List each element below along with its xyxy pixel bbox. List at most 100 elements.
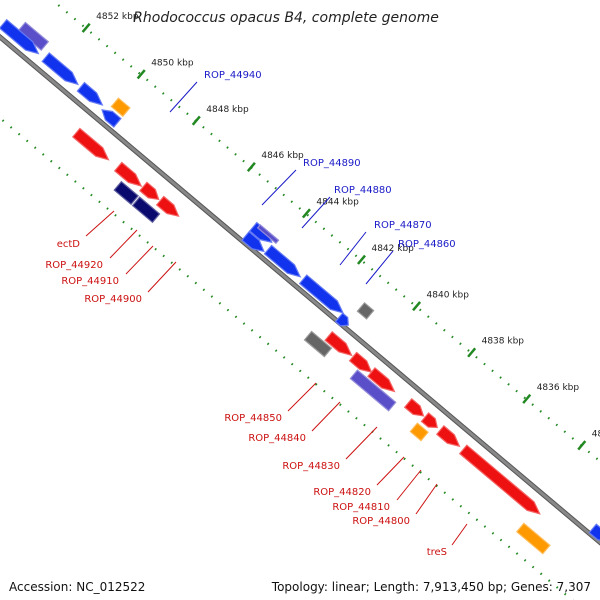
tick-mark [577, 440, 587, 451]
topology-value: linear [331, 580, 366, 594]
gene-label-reverse[interactable]: ROP_44850 [224, 413, 282, 424]
tick-mark [522, 393, 532, 404]
tick-label: 4850 kbp [151, 58, 194, 68]
tick-label: 4836 kbp [537, 383, 580, 393]
tick-label: 4852 kbp [96, 12, 139, 22]
callout-leader [169, 81, 198, 113]
tick-label: 4840 kbp [427, 290, 470, 300]
gene-red[interactable] [435, 425, 461, 448]
gene-red[interactable] [138, 181, 160, 201]
callout-leader [287, 382, 317, 412]
gene-label-reverse[interactable]: ROP_44800 [352, 516, 410, 527]
gene-gray[interactable] [303, 330, 333, 358]
gene-callouts: ROP_44940ROP_44890ROP_44880ROP_44870ROP_… [45, 70, 468, 558]
gene-label-forward[interactable]: ROP_44860 [398, 239, 456, 250]
tick-mark [136, 69, 146, 80]
callout-leader [415, 483, 438, 515]
tick-label: 4842 kbp [371, 244, 414, 254]
gene-navy[interactable] [113, 180, 139, 206]
tick-mark [301, 208, 311, 219]
tick-label: 4848 kbp [206, 105, 249, 115]
gene-red[interactable] [458, 444, 541, 515]
gene-blue[interactable] [298, 274, 345, 314]
gene-orange[interactable] [515, 522, 551, 555]
genome-summary: Topology: linear; Length: 7,913,450 bp; … [271, 580, 591, 594]
callout-leader [109, 229, 138, 259]
callout-leader [147, 261, 177, 293]
gene-blue[interactable] [334, 312, 349, 327]
gene-orange[interactable] [409, 422, 429, 442]
gene-label-reverse[interactable]: treS [427, 547, 447, 558]
gene-red[interactable] [348, 351, 373, 373]
gene-label-forward[interactable]: ROP_44890 [303, 158, 361, 169]
topology-label: Topology: [271, 580, 328, 594]
accession-value: NC_012522 [76, 580, 146, 594]
callout-leader [365, 250, 394, 285]
gene-purple[interactable] [349, 369, 397, 412]
gene-blue[interactable] [41, 52, 79, 86]
gene-label-forward[interactable]: ROP_44940 [204, 70, 262, 81]
gene-label-reverse[interactable]: ROP_44920 [45, 260, 103, 271]
gene-red[interactable] [324, 330, 353, 357]
genes-label: Genes: [510, 580, 553, 594]
tick-label: 4844 kbp [316, 198, 359, 208]
tick-mark [81, 22, 91, 33]
gene-blue[interactable] [0, 18, 40, 55]
gene-label-forward[interactable]: ROP_44880 [334, 185, 392, 196]
gene-label-reverse[interactable]: ectD [57, 239, 81, 250]
accession-readout: Accession: NC_012522 [9, 580, 145, 594]
gene-blue[interactable] [76, 81, 104, 106]
callout-leader [85, 210, 115, 237]
gene-red[interactable] [71, 127, 110, 161]
tick-label: 4846 kbp [261, 151, 304, 161]
accession-label: Accession: [9, 580, 73, 594]
gene-blue[interactable] [263, 244, 302, 278]
map-title: Rhodococcus opacus B4, complete genome [133, 10, 439, 26]
gene-red[interactable] [367, 367, 396, 393]
tick-mark [246, 161, 256, 173]
gene-navy[interactable] [131, 196, 161, 224]
callout-leader [345, 426, 378, 460]
gene-label-reverse[interactable]: ROP_44900 [84, 294, 142, 305]
tick-mark [412, 301, 422, 312]
gene-label-reverse[interactable]: ROP_44820 [313, 487, 371, 498]
callout-leader [261, 169, 297, 206]
gene-blue[interactable] [241, 230, 265, 253]
gene-red[interactable] [420, 412, 439, 429]
tick-guide-lower [0, 116, 574, 600]
gene-orange[interactable] [110, 97, 131, 118]
callout-leader [311, 401, 341, 432]
callout-leader [396, 469, 422, 501]
gene-label-forward[interactable]: ROP_44870 [374, 220, 432, 231]
genes [0, 18, 600, 555]
tick-labels: 4852 kbp 4850 kbp 4848 kbp 4846 kbp 4844 kbp… [81, 12, 600, 451]
length-label: Length: [373, 580, 420, 594]
genes-value: 7,307 [556, 580, 591, 594]
gene-gray[interactable] [356, 301, 375, 320]
gene-red[interactable] [155, 195, 180, 218]
gene-blue[interactable] [101, 109, 122, 128]
gene-red[interactable] [403, 397, 425, 417]
tick-mark [467, 347, 477, 358]
genome-backbone [0, 33, 600, 546]
gene-label-reverse[interactable]: ROP_44840 [248, 433, 306, 444]
tick-mark [356, 254, 366, 265]
gene-red[interactable] [113, 161, 143, 187]
callout-leader [339, 231, 367, 266]
tick-label: 4834 kbp [592, 429, 600, 439]
gene-purple[interactable] [17, 21, 50, 51]
tick-mark [191, 115, 201, 126]
gene-purple[interactable] [256, 223, 280, 245]
length-value: 7,913,450 bp [422, 580, 503, 594]
backbone-line-inner [0, 35, 600, 545]
gene-label-reverse[interactable]: ROP_44810 [332, 502, 390, 513]
gene-label-reverse[interactable]: ROP_44910 [61, 276, 119, 287]
callout-leader [376, 456, 405, 486]
gene-label-reverse[interactable]: ROP_44830 [282, 461, 340, 472]
callout-leader [451, 523, 468, 546]
tick-label: 4838 kbp [482, 337, 525, 347]
callout-leader [125, 245, 154, 275]
gene-blue[interactable] [588, 523, 600, 541]
callout-leader [301, 196, 331, 229]
